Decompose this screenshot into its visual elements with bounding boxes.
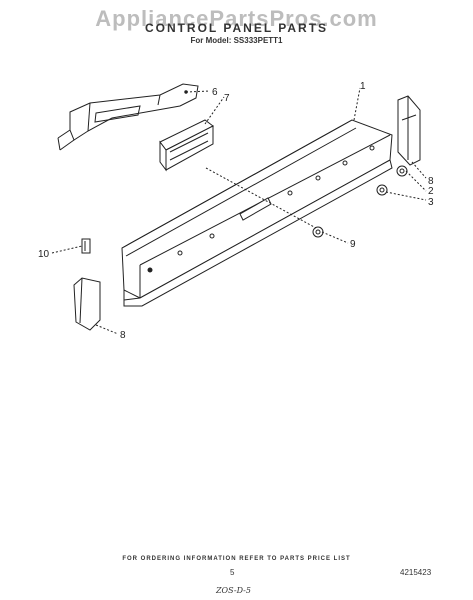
nut-part-2 (396, 165, 408, 177)
knob-part-9 (312, 226, 324, 238)
end-cap-part-8-right (397, 95, 421, 166)
callout-9: 9 (350, 239, 356, 250)
nut-part-3 (376, 184, 388, 196)
reference-code: 4215423 (400, 568, 432, 577)
ordering-note: FOR ORDERING INFORMATION REFER TO PARTS … (122, 556, 351, 562)
callout-1: 1 (360, 81, 366, 92)
leader-lines (51, 87, 427, 335)
watermark: AppliancePartsPros.com (95, 6, 378, 31)
lens-part-7 (159, 119, 214, 172)
model-label: For Model: SS333PETT1 (190, 36, 283, 45)
callout-6: 6 (212, 87, 218, 98)
callout-labels: 1 2 3 6 7 8 8 9 10 (38, 81, 434, 341)
callout-8-left: 8 (120, 330, 126, 341)
callout-3: 3 (428, 197, 434, 208)
callout-8-right: 8 (428, 176, 434, 187)
end-cap-part-8-left (73, 277, 101, 331)
control-panel-part-1 (121, 119, 393, 307)
page-number: 5 (230, 568, 235, 577)
bracket-part-6 (57, 83, 199, 151)
callout-2: 2 (428, 186, 434, 197)
clip-part-10 (81, 238, 91, 254)
handwritten-note: ZOS-D-5 (216, 586, 251, 595)
callout-7: 7 (224, 93, 230, 104)
page-title: CONTROL PANEL PARTS (144, 21, 329, 35)
callout-10: 10 (38, 249, 50, 260)
